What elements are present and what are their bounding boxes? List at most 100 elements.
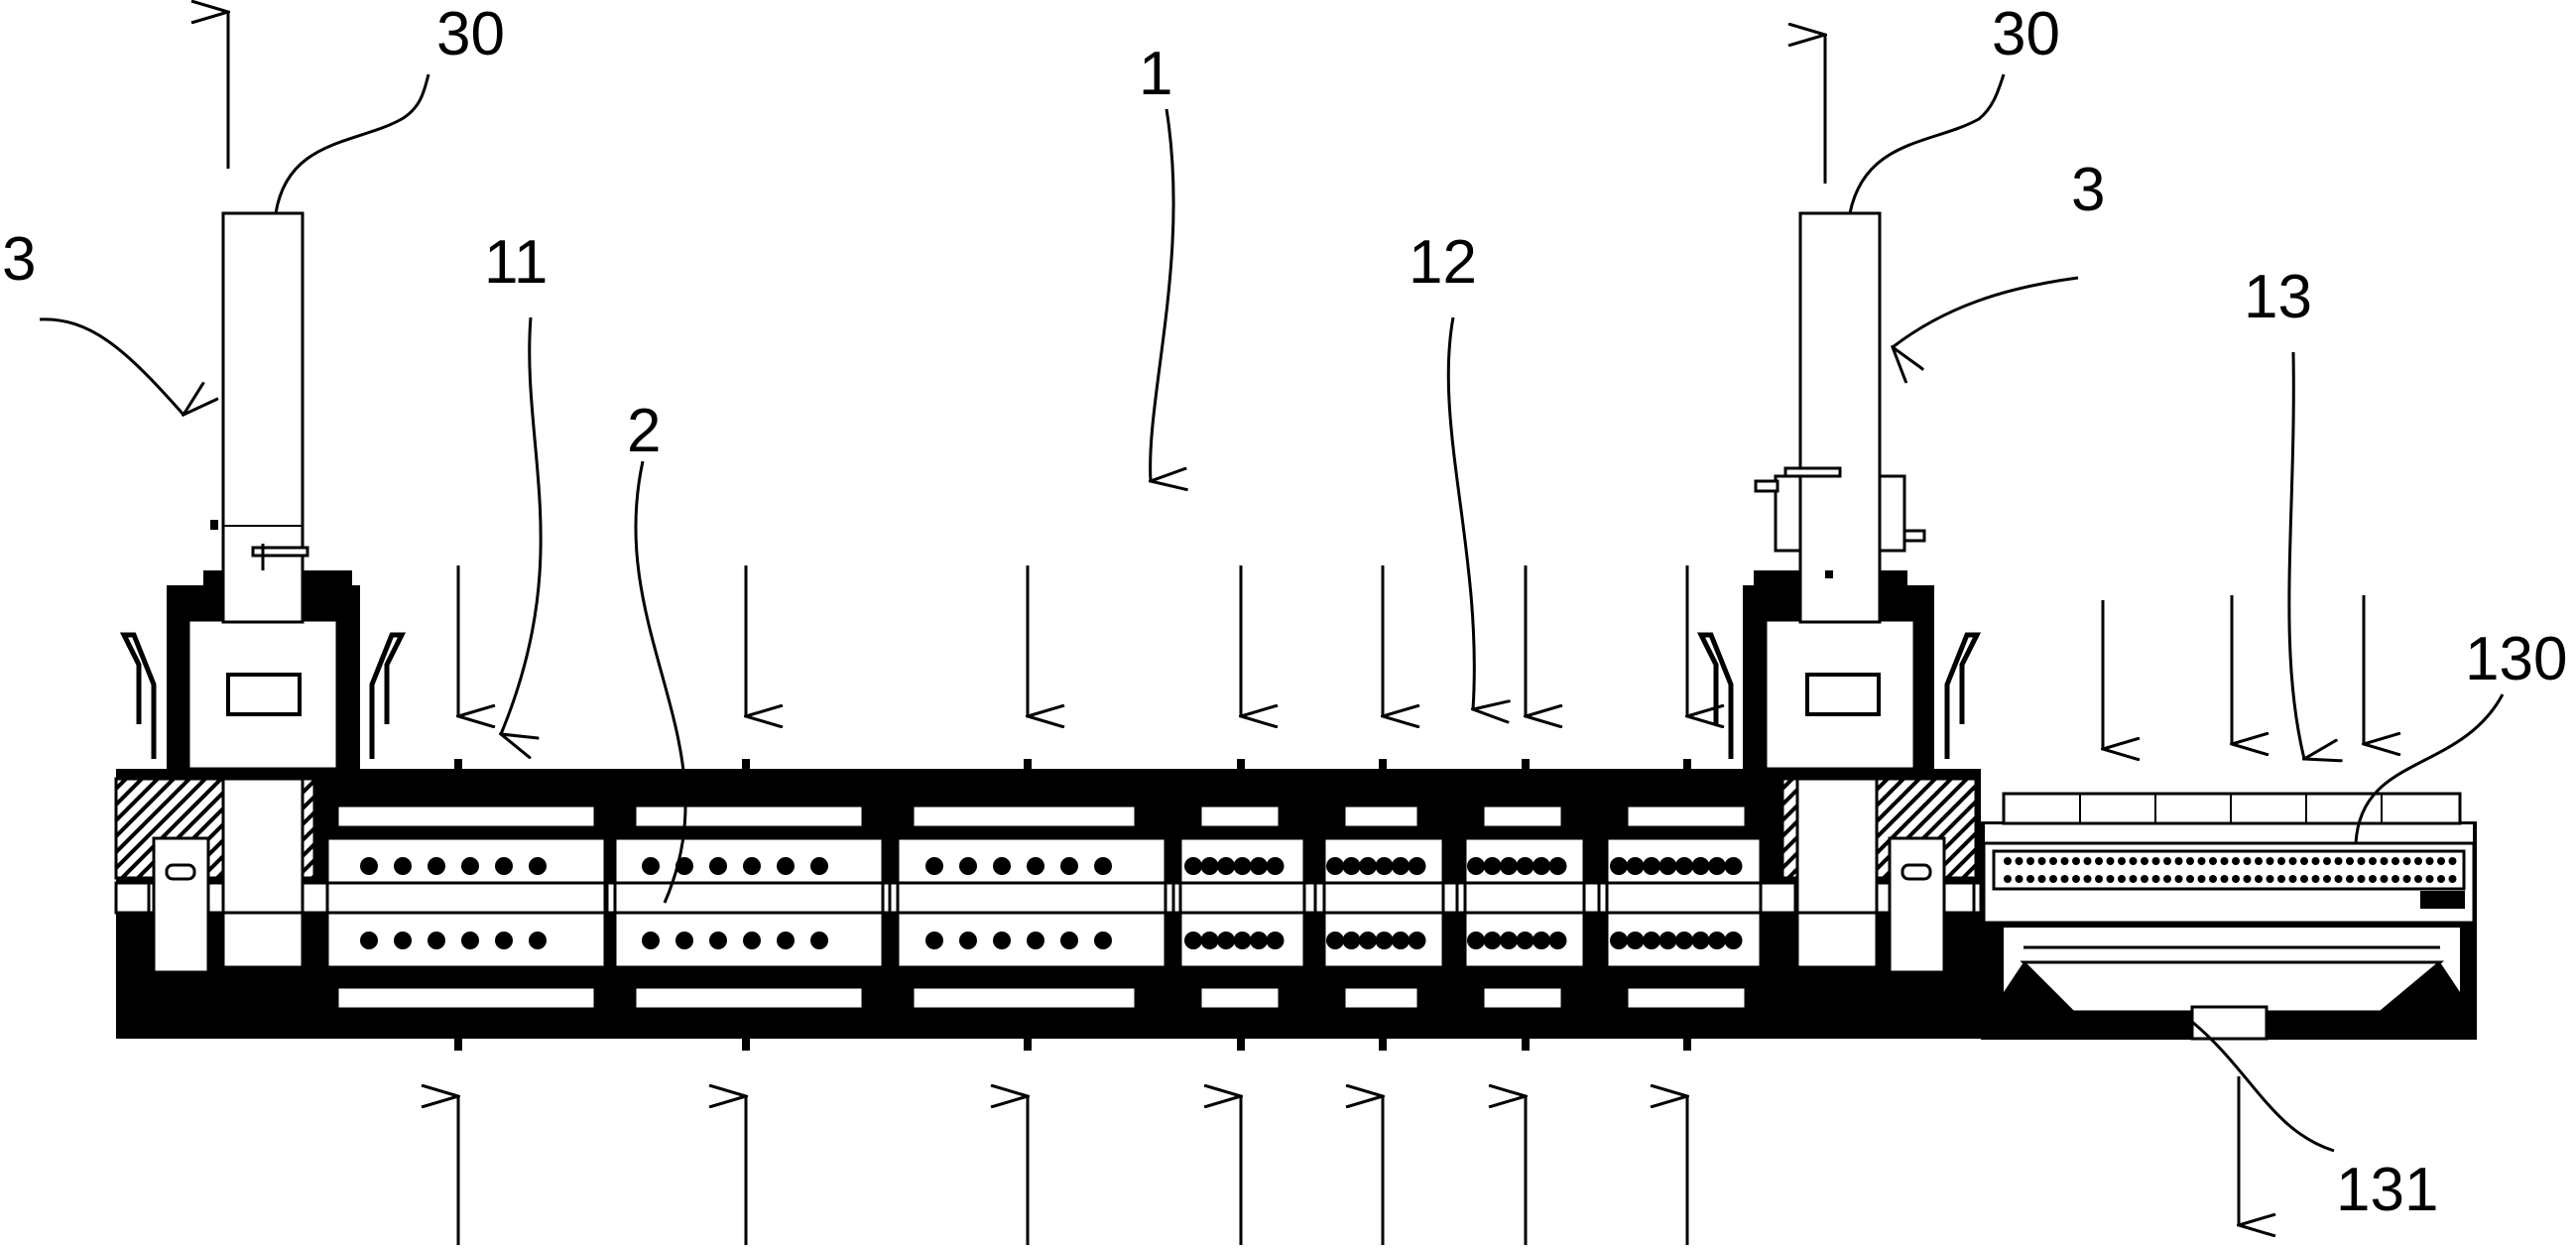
cooling-nozzle: [2414, 857, 2422, 865]
heater-dot: [1217, 857, 1235, 875]
cooling-nozzle: [2448, 857, 2457, 865]
cooling-nozzle: [2357, 857, 2366, 865]
cooling-nozzle: [2346, 857, 2354, 865]
cooling-nozzle: [2026, 875, 2034, 883]
cooling-nozzle: [2049, 875, 2057, 883]
exit-section-right: [1780, 777, 1978, 974]
cooling-nozzle: [2288, 857, 2297, 865]
cooling-nozzle: [2174, 875, 2183, 883]
heater-dot: [1610, 857, 1628, 875]
heater-dot: [529, 857, 547, 875]
heater-dot: [495, 932, 513, 949]
heater-dot: [1516, 932, 1534, 949]
cooling-nozzles: [2004, 857, 2457, 883]
cooling-nozzle: [2300, 857, 2308, 865]
exhaust-unit-right: [1696, 211, 1982, 771]
cooling-nozzle: [2255, 875, 2263, 883]
cooling-nozzle: [2118, 875, 2126, 883]
label-130: 130: [2465, 625, 2567, 693]
cooling-nozzle: [2323, 857, 2331, 865]
cooling-nozzle: [2288, 875, 2297, 883]
label-3-left: 3: [2, 225, 36, 294]
heater-dot: [1094, 932, 1112, 949]
heater-dot: [1342, 932, 1361, 949]
cooling-nozzle: [2266, 857, 2274, 865]
cooling-nozzle: [2232, 857, 2240, 865]
heater-dot: [1708, 857, 1726, 875]
cooling-nozzle: [2369, 875, 2377, 883]
cooling-nozzle: [2369, 857, 2377, 865]
cooling-nozzle: [2060, 875, 2069, 883]
heater-dot: [1266, 932, 1285, 949]
heater-dot: [1359, 932, 1377, 949]
heater-dot: [1359, 857, 1377, 875]
heater-dot: [1675, 857, 1693, 875]
heater-dot: [1326, 932, 1344, 949]
cooling-nozzle: [2243, 875, 2252, 883]
heater-dot: [1392, 932, 1410, 949]
heater-dot: [1483, 932, 1502, 949]
cooling-nozzle: [2346, 875, 2354, 883]
heater-dot: [709, 932, 727, 949]
label-13: 13: [2244, 263, 2312, 331]
heater-dot: [925, 857, 943, 875]
heater-dot: [1626, 932, 1645, 949]
heater-dot: [642, 932, 660, 949]
cooling-nozzle: [2448, 875, 2457, 883]
heater-dot: [1516, 857, 1534, 875]
heater-dot: [925, 932, 943, 949]
heater-dot: [1467, 932, 1485, 949]
heater-dot: [1392, 857, 1410, 875]
heater-dot: [642, 857, 660, 875]
cooling-nozzle: [2334, 857, 2343, 865]
heater-dot: [743, 932, 761, 949]
heater-dot: [1408, 857, 1426, 875]
cooling-nozzle: [2220, 857, 2229, 865]
cooling-nozzle: [2141, 857, 2148, 865]
cooling-nozzle: [2334, 875, 2343, 883]
heater-dot: [709, 857, 727, 875]
cooling-nozzle: [2311, 875, 2320, 883]
heater-dot: [1408, 932, 1426, 949]
reference-labels: 3 30 11 2 1 12 30 3 13 130 131: [2, 0, 2567, 1224]
label-11: 11: [484, 228, 548, 297]
heater-dot: [1233, 857, 1252, 875]
cooling-nozzle: [2425, 875, 2434, 883]
heater-dot: [1326, 857, 1344, 875]
heater-dot: [1500, 857, 1518, 875]
heater-dot: [1217, 932, 1235, 949]
heater-dot: [1250, 932, 1268, 949]
heater-dot: [1060, 932, 1078, 949]
cooling-nozzle: [2004, 857, 2012, 865]
heater-dot: [959, 932, 977, 949]
heater-elements: [360, 857, 1743, 949]
heater-dot: [810, 857, 828, 875]
cooling-nozzle: [2402, 875, 2411, 883]
heater-dot: [1548, 857, 1567, 875]
heater-dot: [1724, 857, 1743, 875]
heater-dot: [1200, 857, 1219, 875]
label-3-right: 3: [2071, 156, 2105, 224]
label-2: 2: [627, 397, 661, 465]
cooling-nozzle: [2357, 875, 2366, 883]
cooling-nozzle: [2402, 857, 2411, 865]
heater-dot: [1691, 857, 1710, 875]
heater-dot: [461, 932, 479, 949]
heater-dot: [810, 932, 828, 949]
heater-dot: [394, 857, 412, 875]
heater-dot: [360, 857, 378, 875]
heater-dot: [1626, 857, 1645, 875]
entrance-section-left: [114, 777, 316, 974]
cooling-nozzle: [2174, 857, 2183, 865]
heater-dot: [777, 932, 795, 949]
cooling-nozzle: [2197, 875, 2206, 883]
heater-dot: [1266, 857, 1285, 875]
cooling-nozzle: [2437, 875, 2445, 883]
cooling-nozzle: [2425, 857, 2434, 865]
heater-dot: [675, 932, 693, 949]
cooling-nozzle: [2095, 875, 2103, 883]
heater-dot: [993, 857, 1011, 875]
heater-dot: [360, 932, 378, 949]
cooling-nozzle: [2220, 875, 2229, 883]
heater-dot: [1375, 857, 1394, 875]
